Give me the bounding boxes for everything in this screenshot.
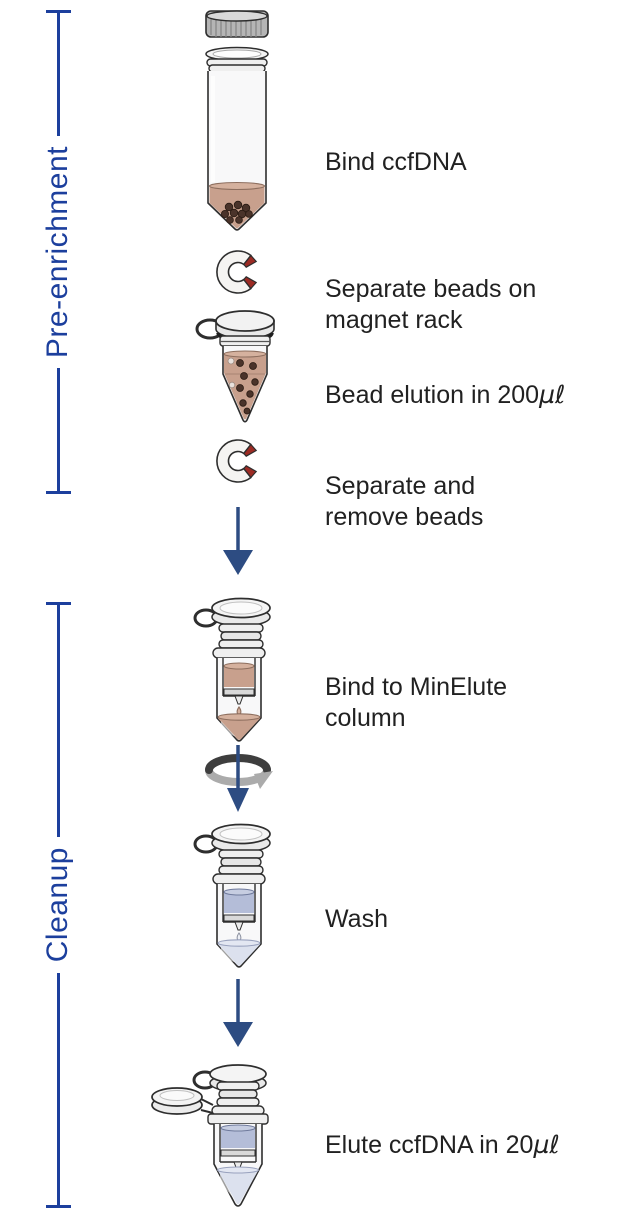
step-label-bind-column: Bind to MinElute column: [325, 673, 508, 732]
magnetic-beads: [221, 200, 253, 224]
collection-liquid: [217, 939, 261, 966]
phase-label-cleanup: Cleanup: [41, 847, 74, 963]
tube-neck: [205, 46, 269, 73]
open-tube-cap: [151, 1087, 214, 1115]
bracket-stem: [56, 972, 60, 1206]
column-insert: [219, 1124, 257, 1181]
phase-bracket-cleanup: Cleanup: [34, 602, 82, 1209]
column-lid: [207, 1064, 269, 1125]
step-label-separate-remove-beads: Separate and remove beads: [325, 472, 484, 531]
down-arrow-icon: [223, 507, 253, 575]
phase-label-pre-enrichment: Pre-enrichment: [41, 145, 74, 359]
bracket-stem: [56, 605, 60, 838]
microtube-beads-icon: [195, 310, 275, 423]
bracket-top-cap: [45, 10, 71, 13]
bead-suspension: [223, 350, 267, 420]
tube-cap-icon: [205, 10, 269, 38]
bracket-bottom-cap: [45, 491, 71, 495]
minelute-column-wash-icon: [193, 823, 271, 968]
bracket-stem: [56, 368, 60, 492]
flip-cap: [215, 310, 275, 347]
bracket-bottom-cap: [45, 1205, 71, 1209]
step-label-bind-ccfdna: Bind ccfDNA: [325, 148, 467, 176]
column-lid: [211, 823, 271, 885]
eluate-liquid: [216, 1166, 260, 1205]
step-label-separate-beads: Separate beads on magnet rack: [325, 275, 537, 334]
step-label-elute: Elute ccfDNA in 20µℓ: [325, 1130, 560, 1159]
minelute-column-bind-icon: [193, 597, 271, 742]
centrifuge-spin-icon: [205, 745, 273, 812]
falcon-tube-icon: [205, 10, 269, 231]
step-label-wash: Wash: [325, 905, 388, 933]
magnet-icon: [216, 250, 258, 294]
magnet-icon: [216, 439, 258, 483]
step-label-bead-elution: Bead elution in 200µℓ: [325, 380, 566, 409]
column-lid: [211, 597, 271, 659]
elution-tube-column-icon: [151, 1064, 269, 1207]
volume-unit: µℓ: [533, 1130, 560, 1159]
phase-bracket-pre-enrichment: Pre-enrichment: [34, 10, 82, 495]
collection-liquid: [217, 713, 261, 740]
volume-unit: µℓ: [539, 380, 566, 409]
column-insert: [222, 658, 256, 716]
down-arrow-icon: [223, 979, 253, 1047]
bracket-top-cap: [45, 602, 71, 605]
rotation-arrowhead: [254, 771, 273, 789]
column-insert: [222, 884, 256, 942]
bracket-stem: [56, 13, 60, 136]
